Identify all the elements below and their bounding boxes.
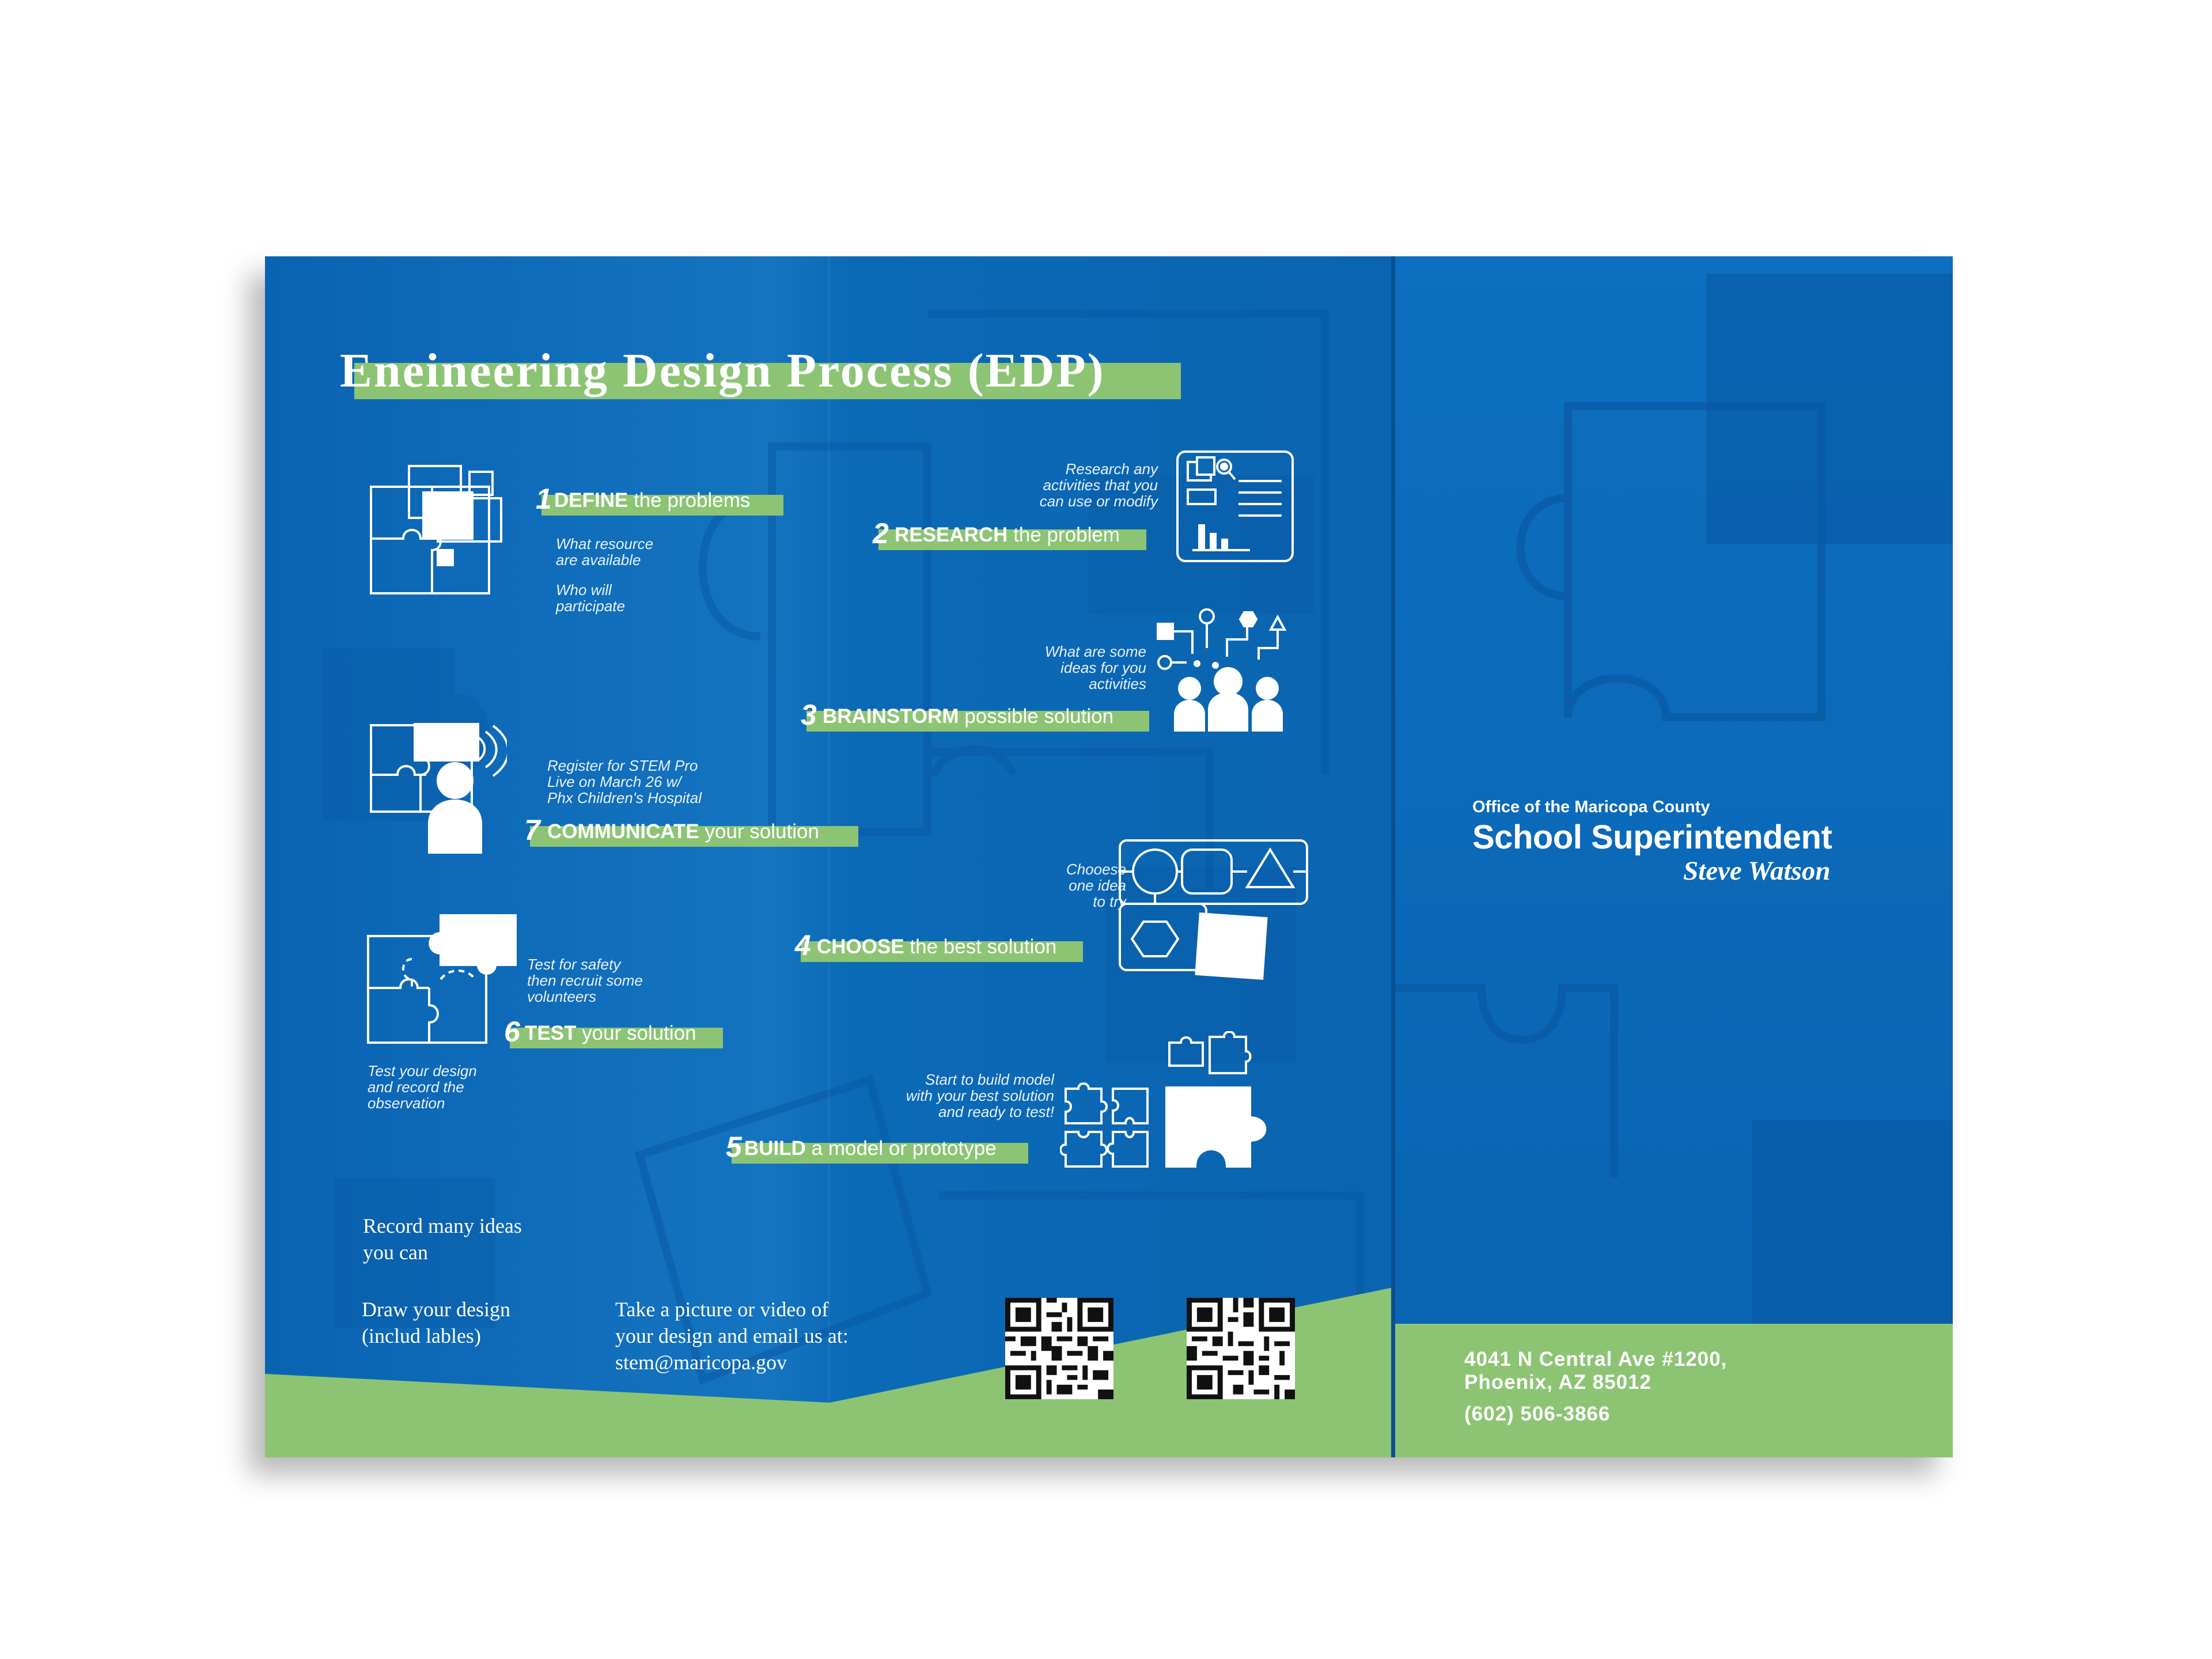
page-title: Eneineering Design Process (EDP) — [340, 344, 1105, 397]
record-ideas-text: Record many ideas you can — [363, 1214, 522, 1264]
step-research-text: the problem — [1007, 524, 1120, 546]
step-communicate-number: 7 — [524, 814, 540, 846]
step-brainstorm-highlight — [806, 711, 1149, 732]
build-puzzle-pieces-icon — [1060, 1031, 1290, 1169]
step-build-highlight — [732, 1143, 1028, 1164]
step-research-highlight — [878, 529, 1146, 550]
office-line-2: School Superintendent — [1472, 819, 1832, 856]
step-research-keyword: RESEARCH — [895, 524, 1008, 546]
step-brainstorm-keyword: BRAINSTORM — [823, 705, 959, 728]
step-define-number: 1 — [536, 483, 552, 515]
office-address: 4041 N Central Ave #1200, Phoenix, AZ 85… — [1464, 1348, 1728, 1393]
step-define-keyword: DEFINE — [554, 489, 628, 512]
define-note-resources: What resource are available — [556, 535, 654, 569]
step-build-number: 5 — [726, 1131, 742, 1163]
step-test-keyword: TEST — [525, 1022, 577, 1044]
step-communicate-highlight — [530, 826, 858, 847]
cover-puzzle-pattern — [1395, 274, 1953, 1328]
step-define-highlight — [541, 495, 783, 516]
research-document-icon — [1175, 449, 1296, 565]
cover-panel: Office of the Maricopa County School Sup… — [1395, 256, 1953, 1457]
step-communicate-text: your solution — [699, 820, 819, 843]
choose-note: Chooese one idea to try — [1066, 861, 1126, 910]
step-research-number: 2 — [873, 517, 889, 550]
communicate-note: Register for STEM Pro Live on March 26 w… — [547, 757, 702, 806]
panel-crease — [828, 256, 830, 1457]
communicate-icon — [369, 723, 507, 855]
step-brainstorm-number: 3 — [801, 699, 817, 731]
define-puzzle-icon — [369, 464, 507, 596]
brainstorm-people-icon — [1152, 608, 1302, 734]
step-choose-keyword: CHOOSE — [817, 935, 904, 958]
brochure: Eneineering Design Process (EDP) 1 DEFIN… — [265, 256, 1953, 1457]
choose-shapes-icon — [1118, 838, 1313, 982]
step-choose-number: 4 — [795, 929, 811, 961]
step-build-keyword: BUILD — [744, 1137, 806, 1160]
step-define-text: the problems — [628, 489, 751, 512]
test-note-record: Test your design and record the observat… — [368, 1062, 477, 1112]
superintendent-name: Steve Watson — [1683, 856, 1831, 886]
build-note: Start to build model with your best solu… — [906, 1071, 1054, 1120]
step-build-text: a model or prototype — [805, 1137, 997, 1160]
email-instructions-text: Take a picture or video of your design a… — [615, 1298, 849, 1374]
brochure-fold — [1391, 256, 1396, 1457]
step-test-text: your solution — [576, 1022, 696, 1044]
qr-code-2[interactable] — [1187, 1298, 1295, 1399]
draw-design-text: Draw your design (includ lables) — [362, 1298, 510, 1347]
qr-code-1[interactable] — [1005, 1298, 1113, 1399]
step-choose-highlight — [801, 941, 1083, 962]
cover-footer-band — [1395, 1324, 1953, 1457]
brainstorm-note: What are some ideas for you activities — [1044, 643, 1146, 692]
office-phone: (602) 506-3866 — [1464, 1403, 1611, 1425]
step-communicate-keyword: COMMUNICATE — [547, 820, 699, 843]
step-choose-text: the best solution — [904, 935, 1057, 958]
step-test-number: 6 — [504, 1016, 520, 1048]
research-note: Research any activities that you can use… — [1039, 460, 1158, 510]
step-brainstorm-text: possible solution — [959, 705, 1114, 728]
footer-green-band — [265, 1287, 1393, 1457]
define-note-participants: Who will participate — [556, 581, 625, 615]
test-note-safety: Test for safety then recruit some volunt… — [527, 956, 643, 1005]
title-highlight — [354, 363, 1181, 399]
office-line-1: Office of the Maricopa County — [1472, 798, 1710, 816]
inside-panel: Eneineering Design Process (EDP) 1 DEFIN… — [265, 256, 1393, 1457]
test-puzzle-icon — [366, 913, 521, 1046]
step-test-highlight — [510, 1028, 723, 1048]
